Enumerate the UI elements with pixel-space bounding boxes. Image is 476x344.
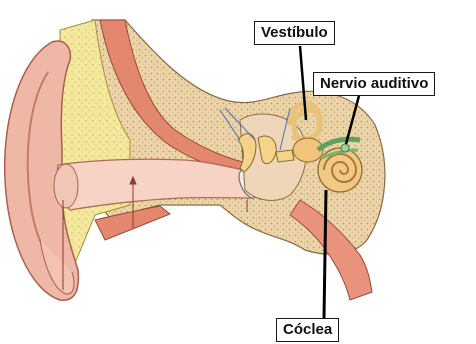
tragus (54, 164, 78, 208)
label-nervio-auditivo: Nervio auditivo (313, 72, 435, 96)
cochlea (318, 148, 362, 192)
stapes (276, 150, 294, 162)
leader-coclea (324, 190, 326, 318)
label-vestibulo: Vestíbulo (254, 21, 335, 45)
nerve-ganglion (341, 144, 349, 152)
label-coclea: Cóclea (276, 318, 339, 342)
